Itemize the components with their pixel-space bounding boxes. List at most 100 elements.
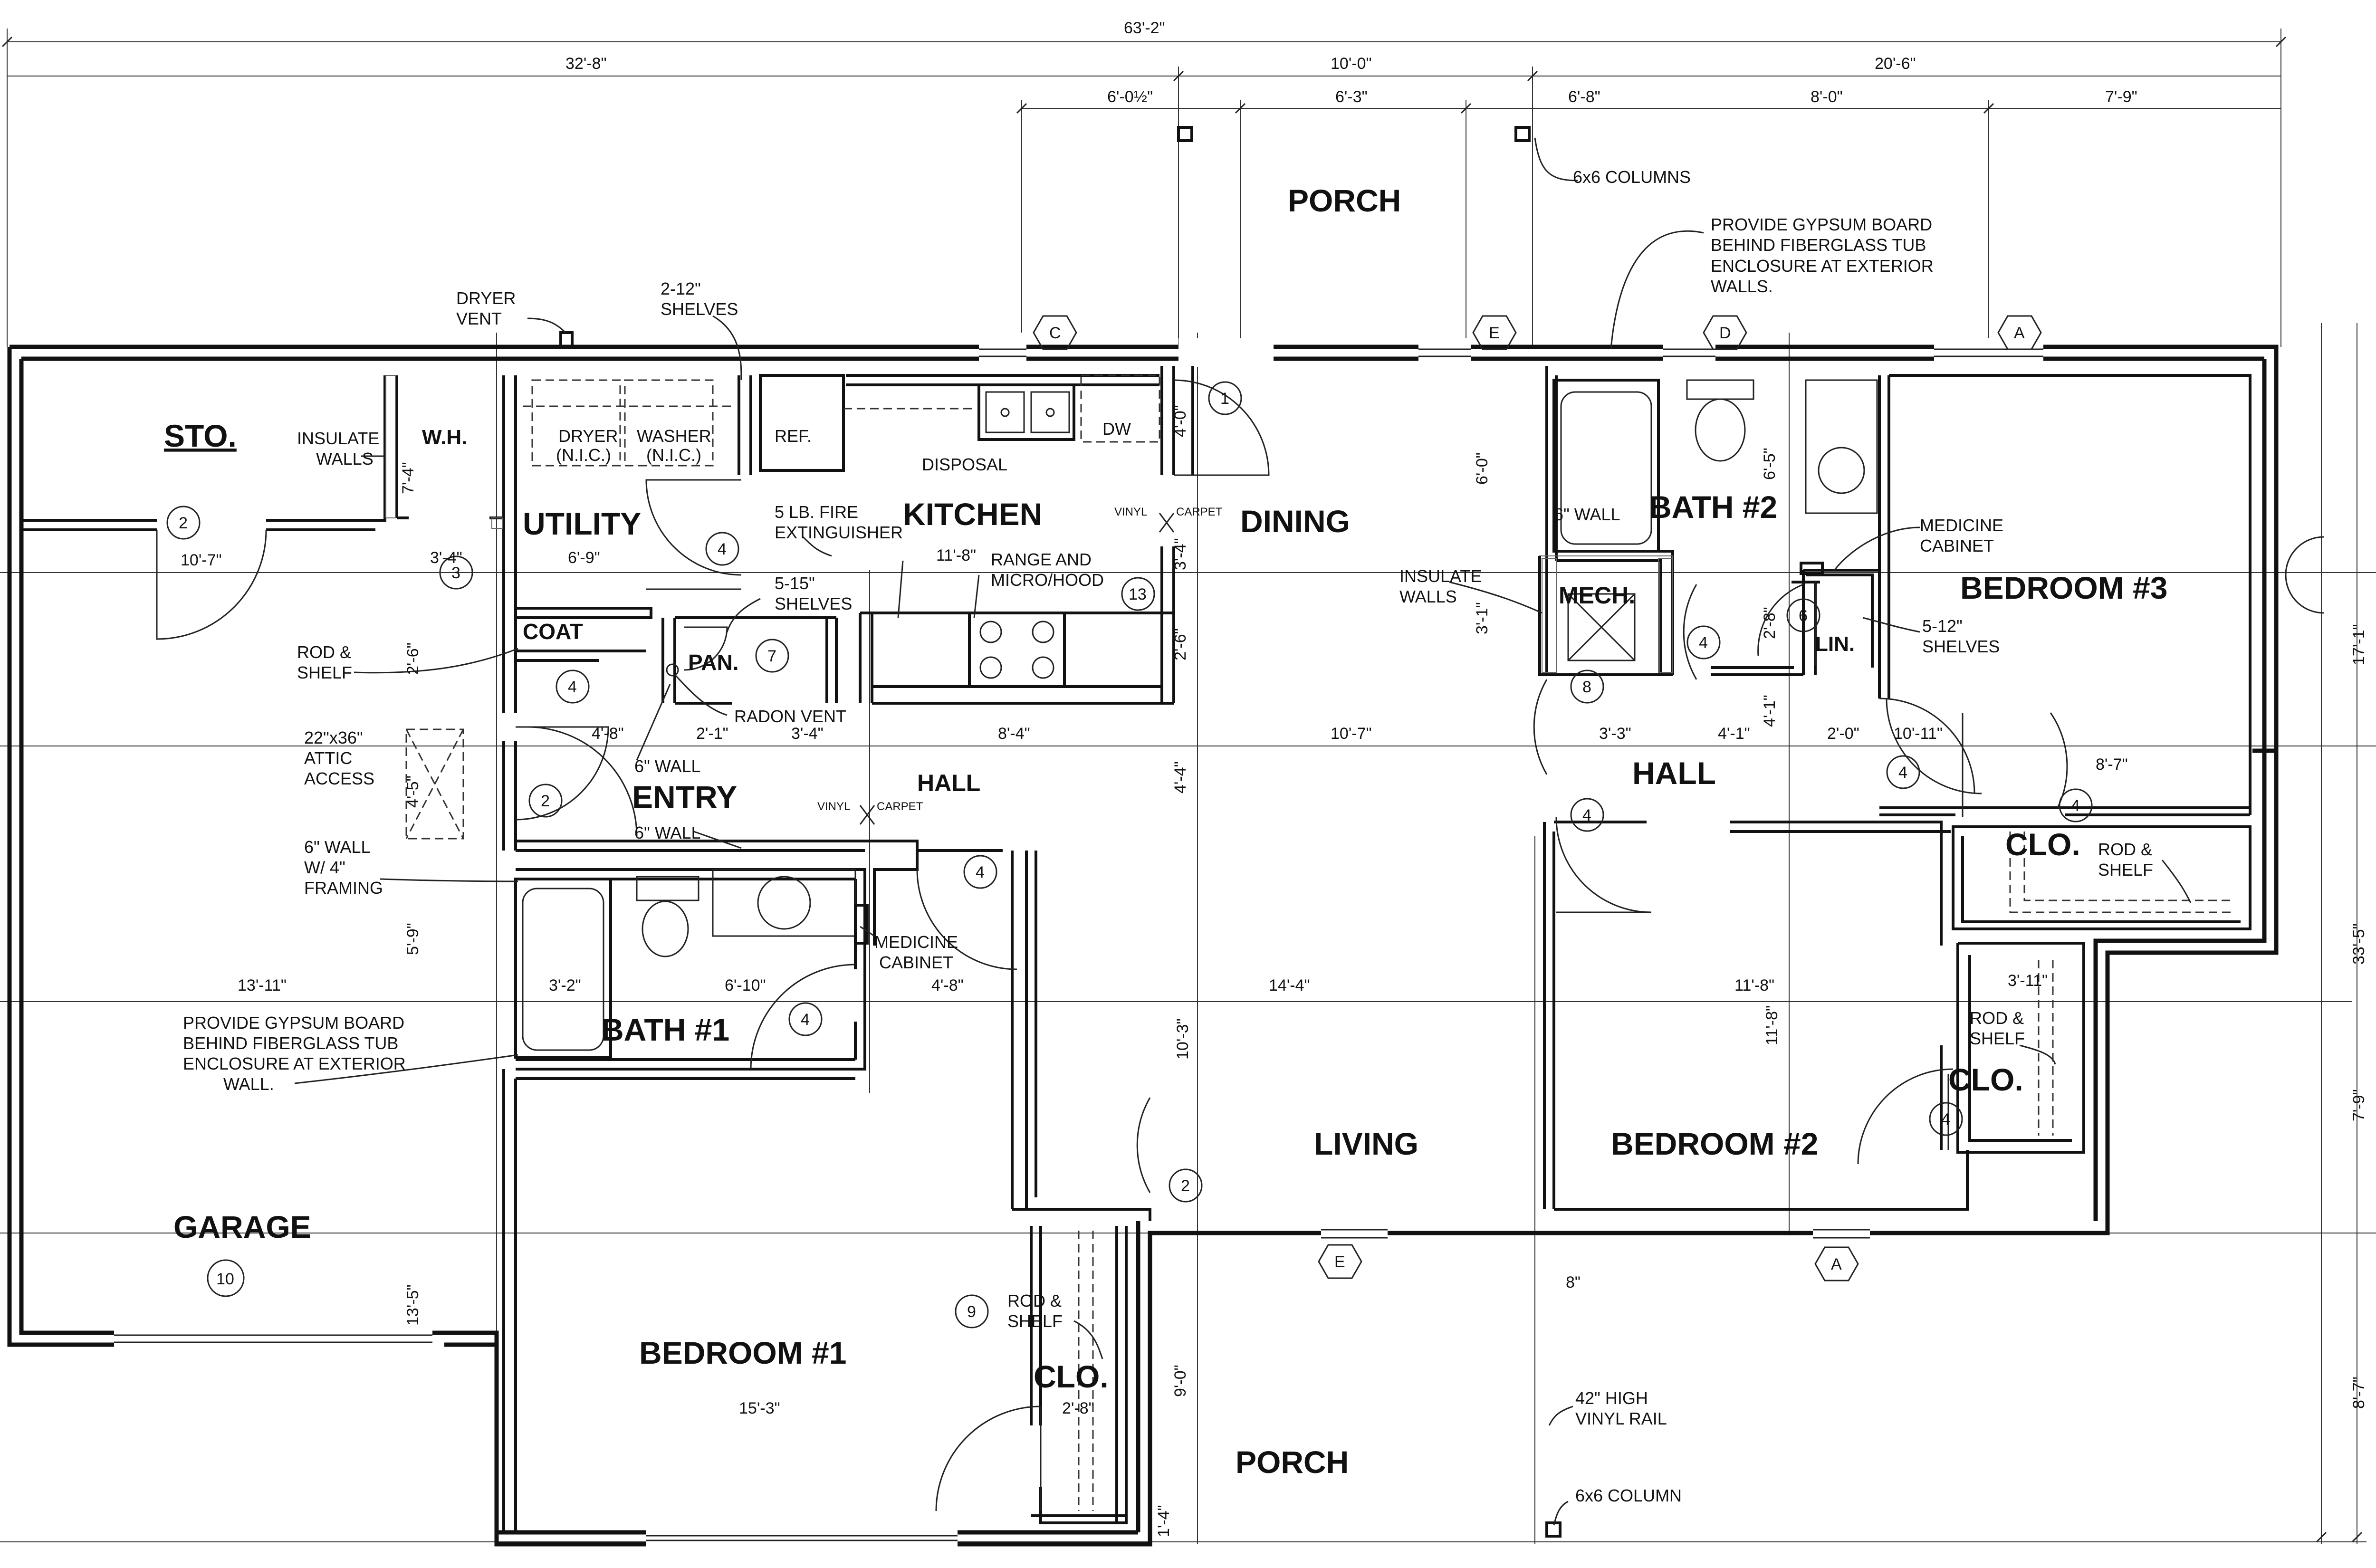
- label-notes-gyp-top-3: ENCLOSURE AT EXTERIOR: [1711, 256, 1934, 276]
- label-right-dims-3: 8'-7": [2350, 1377, 2368, 1409]
- label-notes-range-2: MICRO/HOOD: [991, 570, 1104, 590]
- label-washer: WASHER: [637, 426, 711, 446]
- label-interior-dims-d-4-4: 4'-4": [1171, 761, 1189, 794]
- label-washer-nic: (N.I.C.): [646, 445, 701, 465]
- label-notes-dryer-vent-2: VENT: [456, 309, 502, 328]
- label-notes-column-bot: 6x6 COLUMN: [1575, 1486, 1682, 1505]
- room-garage: GARAGE: [173, 1209, 311, 1244]
- tag-text: 1 2 3 4 4 7 13 4 2 4 4 6 8 4 4 4 4 2 9 1…: [179, 324, 2080, 1321]
- label-door-tags-2: 3: [451, 564, 460, 582]
- label-notes-gyp-top-1: PROVIDE GYPSUM BOARD: [1711, 215, 1932, 234]
- label-notes-columns-top: 6x6 COLUMNS: [1573, 167, 1691, 187]
- label-interior-dims-d-3-4-wh: 3'-4": [430, 549, 462, 567]
- room-entry: ENTRY: [632, 779, 737, 814]
- label-notes-rail-2: VINYL RAIL: [1575, 1409, 1667, 1428]
- room-bedroom-2: BEDROOM #2: [1611, 1126, 1818, 1161]
- label-notes-vinyl-1: VINYL: [1114, 506, 1147, 518]
- label-door-tags-5: 7: [767, 647, 776, 665]
- label-notes-dryer-vent-1: DRYER: [456, 288, 516, 308]
- label-door-tags-0: 1: [1220, 390, 1229, 408]
- label-notes-gyp-bot-4: WALL.: [223, 1074, 274, 1094]
- room-storage: STO.: [164, 418, 237, 453]
- room-linen: LIN.: [1815, 632, 1855, 656]
- label-window-tags-4: E: [1334, 1253, 1345, 1271]
- label-interior-dims-d-14-4: 14'-4": [1269, 976, 1310, 994]
- room-closet-bedroom-3: CLO.: [2005, 827, 2080, 862]
- label-interior-dims-d-5-9: 5'-9": [404, 923, 422, 955]
- label-interior-dims-d-6-0: 6'-0": [1473, 452, 1491, 485]
- label-notes-rod-shelf-b1-1: ROD &: [1007, 1291, 1062, 1310]
- label-top-dims-3: 6'-0½": [1107, 88, 1153, 106]
- room-labels: PORCH PORCH STO. W.H. UTILITY KITCHEN DI…: [164, 183, 2167, 1480]
- label-interior-dims-d-6-9: 6'-9": [568, 549, 600, 567]
- label-notes-med-cab-2a: MEDICINE: [1920, 516, 2003, 535]
- label-notes-rod-shelf-b3-1: ROD &: [2098, 840, 2152, 859]
- label-interior-dims-d-2-8-clo: 2'-8": [1062, 1399, 1094, 1417]
- label-door-tags-18: 2: [1181, 1177, 1190, 1195]
- label-notes-insulate-left-1: INSULATE: [297, 429, 379, 448]
- label-notes-fire-2: EXTINGUISHER: [775, 523, 903, 542]
- room-coat: COAT: [523, 619, 583, 644]
- room-bath-1: BATH #1: [601, 1012, 729, 1047]
- label-interior-dims-d-2-6-b: 2'-6": [1171, 628, 1189, 660]
- label-notes-range-1: RANGE AND: [991, 550, 1092, 569]
- label-interior-dims-d-3-4-kit: 3'-4": [1171, 538, 1189, 570]
- fixtures: [405, 331, 1878, 1059]
- window-tags: [1033, 315, 2042, 1281]
- label-notes-rod-shelf-b2-1: ROD &: [1970, 1008, 2024, 1028]
- room-living: LIVING: [1314, 1126, 1418, 1161]
- label-interior-dims-d-4-5: 4'-5": [404, 775, 422, 808]
- room-kitchen: KITCHEN: [903, 497, 1042, 532]
- label-dryer: DRYER: [558, 426, 618, 446]
- label-notes-radon: RADON VENT: [734, 707, 846, 726]
- label-notes-rail-1: 42" HIGH: [1575, 1388, 1648, 1408]
- label-interior-dims-d-6-5: 6'-5": [1761, 448, 1779, 480]
- label-disposal: DISPOSAL: [922, 455, 1007, 474]
- label-notes-gyp-bot-1: PROVIDE GYPSUM BOARD: [183, 1013, 404, 1033]
- porch-columns: [1177, 126, 1562, 1538]
- label-interior-dims-d-2-6-a: 2'-6": [404, 642, 422, 675]
- room-porch-top: PORCH: [1288, 183, 1401, 218]
- label-top-dims-2: 20'-6": [1875, 55, 1916, 73]
- label-interior-dims-d-4-0: 4'-0": [1171, 405, 1189, 437]
- label-notes-six-wall-c: 6" WALL: [1554, 505, 1620, 524]
- room-pantry: PAN.: [688, 650, 739, 675]
- label-interior-dims-d-4-8: 4'-8": [592, 725, 624, 743]
- label-door-tags-13: 4: [1898, 764, 1907, 782]
- label-refrigerator: REF.: [775, 426, 812, 446]
- label-interior-dims-d-10-11: 10'-11": [1894, 725, 1943, 743]
- fixture-labels: DRYER (N.I.C.) WASHER (N.I.C.) REF. DW D…: [556, 419, 1131, 474]
- label-interior-dims-d-11-8-v: 11'-8": [1763, 1005, 1781, 1045]
- label-top-dims-1: 10'-0": [1331, 55, 1372, 73]
- label-door-tags-16: 4: [1941, 1110, 1950, 1128]
- label-dishwasher: DW: [1102, 419, 1131, 439]
- label-window-tags-0: C: [1049, 324, 1061, 342]
- label-door-tags-14: 4: [1582, 806, 1591, 824]
- label-notes-lin-shelves-2: SHELVES: [1922, 637, 2000, 656]
- room-bedroom-1: BEDROOM #1: [639, 1335, 846, 1370]
- label-interior-dims-d-11-8-kit: 11'-8": [936, 546, 976, 564]
- door-swings: [156, 379, 2068, 1511]
- label-door-tags-4: 4: [568, 678, 577, 696]
- label-notes-framing-3: FRAMING: [304, 878, 383, 898]
- label-notes-pan-shelves-2: SHELVES: [775, 594, 852, 613]
- label-top-dims-6: 8'-0": [1811, 88, 1843, 106]
- room-porch-bottom: PORCH: [1236, 1444, 1349, 1480]
- room-dining: DINING: [1240, 504, 1350, 539]
- room-hall-right: HALL: [1632, 755, 1716, 791]
- label-notes-attic-3: ACCESS: [304, 769, 374, 788]
- label-right-dims-0: 17'-1": [2350, 624, 2368, 665]
- notes: 6x6 COLUMNS PROVIDE GYPSUM BOARD BEHIND …: [183, 167, 2153, 1505]
- label-top-dims-4: 6'-3": [1335, 88, 1368, 106]
- label-notes-six-wall-a: 6" WALL: [634, 756, 701, 776]
- label-interior-dims-d-11-8-b2: 11'-8": [1734, 976, 1774, 994]
- label-notes-fire-1: 5 LB. FIRE: [775, 502, 858, 522]
- label-door-tags-9: 4: [801, 1011, 810, 1029]
- label-notes-rod-shelf-b2-2: SHELF: [1970, 1029, 2025, 1048]
- label-interior-dims-d-3-4-pan: 3'-4": [791, 725, 824, 743]
- label-window-tags-2: D: [1719, 324, 1731, 342]
- label-notes-pan-shelves-1: 5-15": [775, 574, 815, 593]
- label-interior-dims-d-2-0: 2'-0": [1827, 725, 1859, 743]
- label-notes-six-wall-b: 6" WALL: [634, 823, 701, 842]
